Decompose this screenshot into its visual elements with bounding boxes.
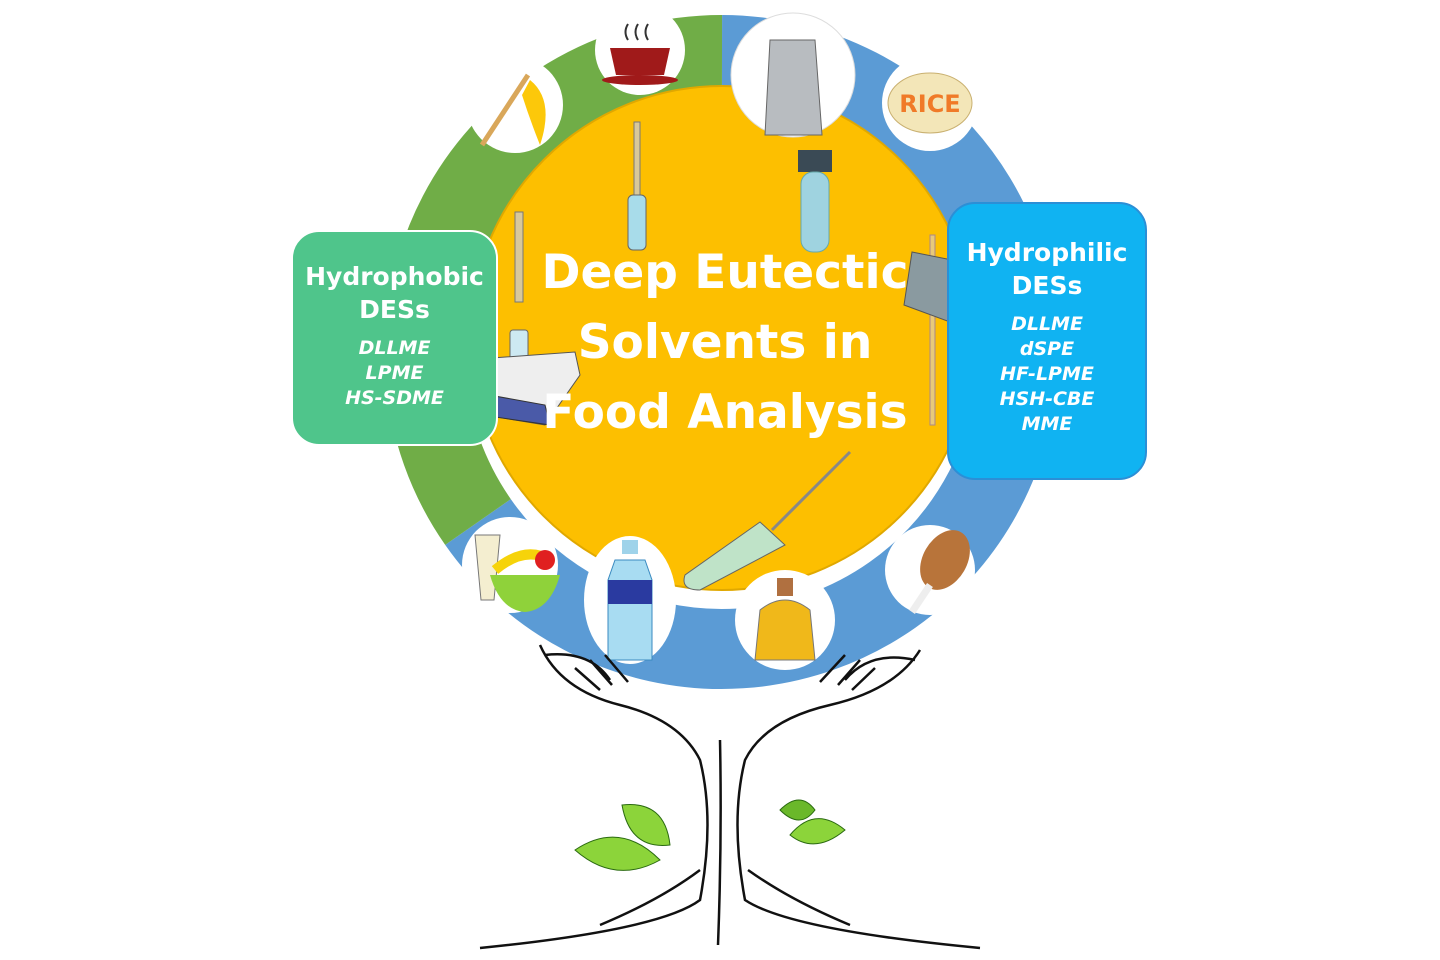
title-line-1: Deep Eutectic — [541, 245, 909, 300]
chicken-leg-icon — [885, 525, 975, 615]
hydrophilic-heading-1: Hydrophilic — [966, 238, 1128, 267]
oil-jug-icon — [735, 570, 835, 670]
technique-item: MME — [1021, 413, 1073, 435]
coffee-cup-icon — [595, 5, 685, 95]
water-bottle-icon — [584, 536, 676, 664]
technique-item: HS-SDME — [345, 387, 444, 409]
technique-item: DLLME — [1011, 313, 1083, 335]
rice-label: RICE — [899, 90, 960, 118]
rice-icon: RICE — [882, 55, 978, 151]
title-line-3: Food Analysis — [542, 385, 908, 440]
hydrophobic-heading-1: Hydrophobic — [305, 262, 484, 291]
technique-item: HF-LPME — [1000, 363, 1094, 385]
fruit-bowl-icon — [462, 517, 560, 613]
hydrophobic-heading-2: DESs — [359, 295, 430, 324]
tube-needle-icon — [683, 450, 852, 591]
technique-item: HSH-CBE — [999, 388, 1095, 410]
technique-item: DLLME — [358, 337, 431, 359]
hydrophilic-des-box: Hydrophilic DESs DLLME dSPE HF-LPME HSH-… — [947, 202, 1147, 480]
syringe-vial-icon — [627, 121, 647, 251]
title-line-2: Solvents in — [577, 315, 873, 370]
milk-can-icon — [730, 12, 856, 138]
hydrophobic-des-box: Hydrophobic DESs DLLME LPME HS-SDME — [291, 230, 498, 446]
sample-tube-icon — [798, 150, 832, 253]
hands-tree-icon — [479, 644, 981, 950]
honey-dipper-icon — [467, 57, 563, 153]
center-title: Deep Eutectic Solvents in Food Analysis — [540, 238, 910, 448]
hydrophilic-heading-2: DESs — [1011, 271, 1083, 300]
leaves-icon — [574, 799, 846, 871]
technique-item: LPME — [365, 362, 424, 384]
technique-item: dSPE — [1019, 338, 1075, 360]
